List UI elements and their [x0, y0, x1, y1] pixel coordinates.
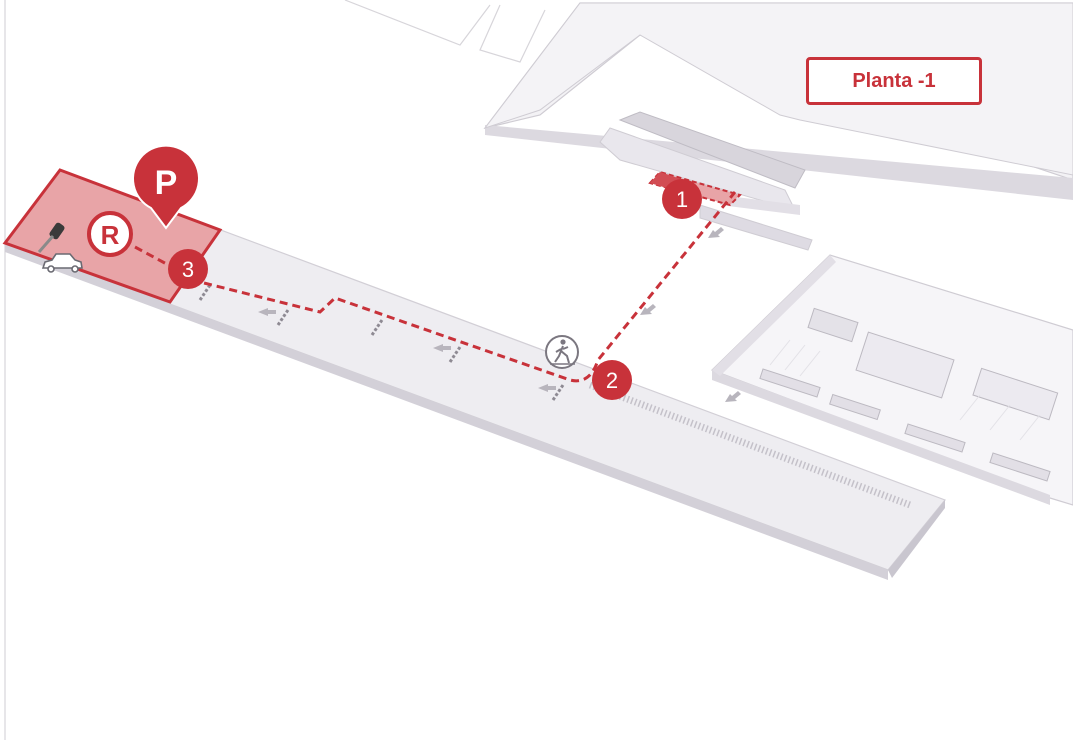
- direction-arrow-icon: [725, 391, 741, 402]
- step-marker-1[interactable]: 1: [662, 179, 702, 219]
- direction-arrow-icon: [538, 384, 556, 392]
- direction-arrow-icon: [708, 227, 724, 238]
- step-marker-label: 1: [676, 187, 688, 212]
- direction-arrow-icon: [258, 308, 276, 316]
- adjacent-zone: [710, 254, 1073, 506]
- parking-pin-icon[interactable]: P: [132, 144, 200, 230]
- car-key-icon: [37, 222, 65, 253]
- pedestrian-crossing-icon: [545, 335, 579, 369]
- floor-label: Planta -1: [806, 57, 982, 105]
- lane-markings: [198, 284, 565, 401]
- step-marker-2[interactable]: 2: [592, 360, 632, 400]
- direction-arrow-icon: [640, 304, 656, 315]
- direction-arrows: [258, 227, 741, 402]
- corridor: [4, 169, 946, 580]
- step-marker-label: 3: [182, 257, 194, 282]
- direction-arrow-icon: [433, 344, 451, 352]
- reserved-badge-icon: R: [87, 211, 133, 257]
- step-marker-label: 2: [606, 368, 618, 393]
- parking-pin-label: P: [155, 164, 178, 202]
- terminal-building: [483, 2, 1073, 251]
- reserved-badge-label: R: [101, 220, 120, 250]
- car-icon: [41, 253, 83, 273]
- step-marker-3[interactable]: 3: [168, 249, 208, 289]
